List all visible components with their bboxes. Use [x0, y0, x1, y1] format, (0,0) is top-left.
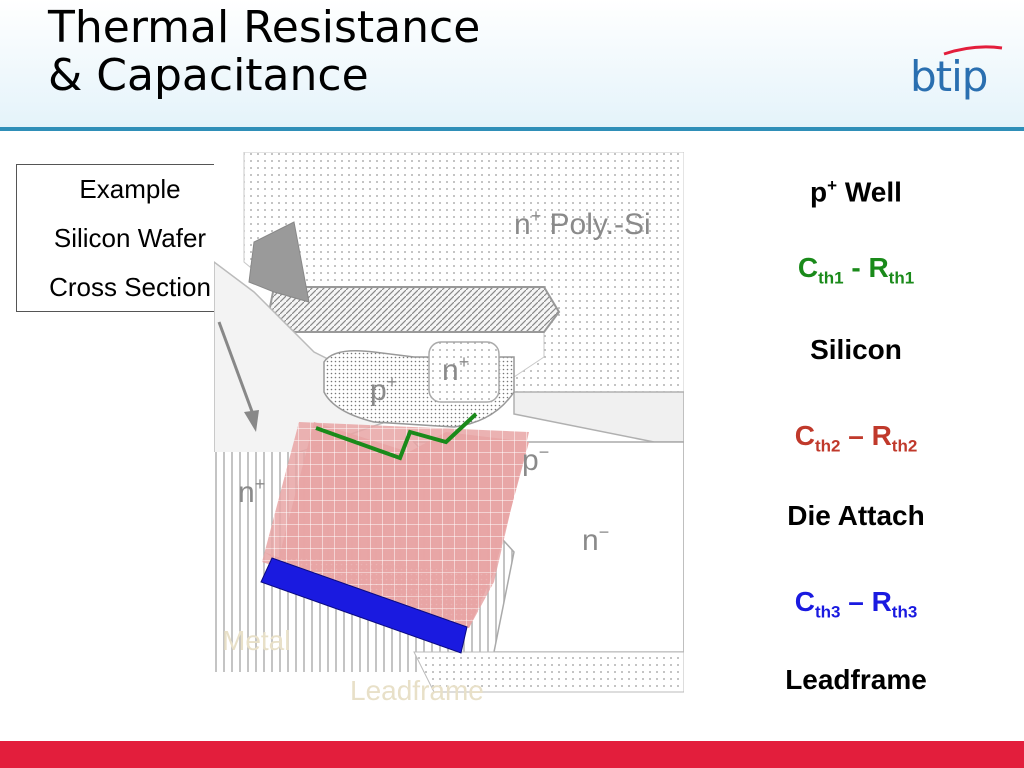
logo-text: btip	[910, 52, 988, 101]
layer-leadframe: Leadframe	[785, 664, 927, 695]
p-minus-sup: −	[539, 442, 550, 462]
leadframe-diagram-label: Leadframe	[350, 675, 484, 706]
left-contact-wedge	[248, 221, 310, 303]
logo-swoosh-icon	[943, 45, 1003, 56]
cth2-c: C	[794, 420, 815, 451]
cth1-rsub: th1	[888, 268, 915, 288]
example-line-3: Cross Section	[49, 272, 211, 302]
n-plus-left-n: n	[238, 476, 255, 509]
layer-cth1-rth1: Cth1 - Rth1	[740, 246, 972, 301]
wafer-cross-section-diagram: n+ Poly.-Si p+ n+ n+ p− n− Metal Leadfra…	[214, 152, 684, 742]
gate-hatched-region	[267, 286, 561, 333]
arrow-head-icon	[244, 410, 259, 432]
cth1-csub: th1	[818, 268, 844, 288]
p-well-main: p	[810, 176, 828, 208]
example-line-2: Silicon Wafer	[53, 223, 207, 253]
layer-die-attach: Die Attach	[787, 500, 925, 531]
p-well-rest: Well	[837, 176, 902, 208]
btip-logo: btip	[904, 44, 1014, 108]
cth1-c: C	[797, 252, 819, 283]
thermal-stack-body	[262, 422, 529, 628]
example-label-box: Example Silicon Wafer Cross Section	[16, 164, 244, 312]
n-plus-top-n: n	[442, 354, 459, 387]
n-plus-top-label: n+	[442, 352, 469, 387]
layer-cth2-rth2: Cth2 – Rth2	[740, 414, 972, 469]
page-title: Thermal Resistance & Capacitance	[48, 4, 480, 100]
title-line-2: & Capacitance	[48, 50, 369, 101]
cth3-csub: th3	[814, 602, 841, 622]
layer-cth3-rth3: Cth3 – Rth3	[740, 580, 972, 635]
cth1-sep: - R	[843, 252, 889, 283]
bottom-dotted-band	[413, 651, 684, 693]
n-minus-sup: −	[599, 522, 610, 542]
layer-silicon: Silicon	[810, 334, 902, 365]
p-plus-sup: +	[387, 372, 398, 392]
p-plus-label: p+	[370, 372, 397, 407]
n-plus-top-sup: +	[459, 352, 470, 372]
header-rule	[0, 127, 1024, 131]
n-minus-label: n−	[582, 522, 609, 557]
poly-plus: +	[531, 206, 542, 226]
n-plus-left-sup: +	[255, 474, 266, 494]
poly-n: n	[514, 208, 531, 241]
title-line-1: Thermal Resistance	[48, 2, 481, 53]
cth2-csub: th2	[814, 436, 841, 456]
p-well-sup: +	[827, 176, 838, 195]
n-plus-left-label: n+	[238, 474, 265, 509]
poly-label: n+ Poly.-Si	[514, 206, 651, 241]
cth2-sep: – R	[840, 420, 892, 451]
cth3-sep: – R	[840, 586, 892, 617]
cth3-rsub: th3	[891, 602, 918, 622]
p-minus-label: p−	[522, 442, 549, 477]
p-plus-p: p	[370, 374, 387, 407]
cth3-c: C	[794, 586, 815, 617]
layer-p-well: p+ Well	[740, 164, 972, 214]
footer-band	[0, 741, 1024, 768]
metal-label: Metal	[222, 625, 290, 656]
cth2-rsub: th2	[891, 436, 918, 456]
poly-suffix: Poly.-Si	[541, 208, 650, 241]
p-well-boundary-line	[315, 412, 478, 461]
header-band	[0, 0, 1024, 128]
p-minus-p: p	[522, 444, 539, 477]
n-plus-pocket	[428, 341, 500, 403]
leadframe-bar	[260, 557, 468, 654]
example-line-1: Example	[79, 174, 181, 204]
arrow-shaft	[217, 321, 256, 418]
n-minus-n: n	[582, 524, 599, 557]
